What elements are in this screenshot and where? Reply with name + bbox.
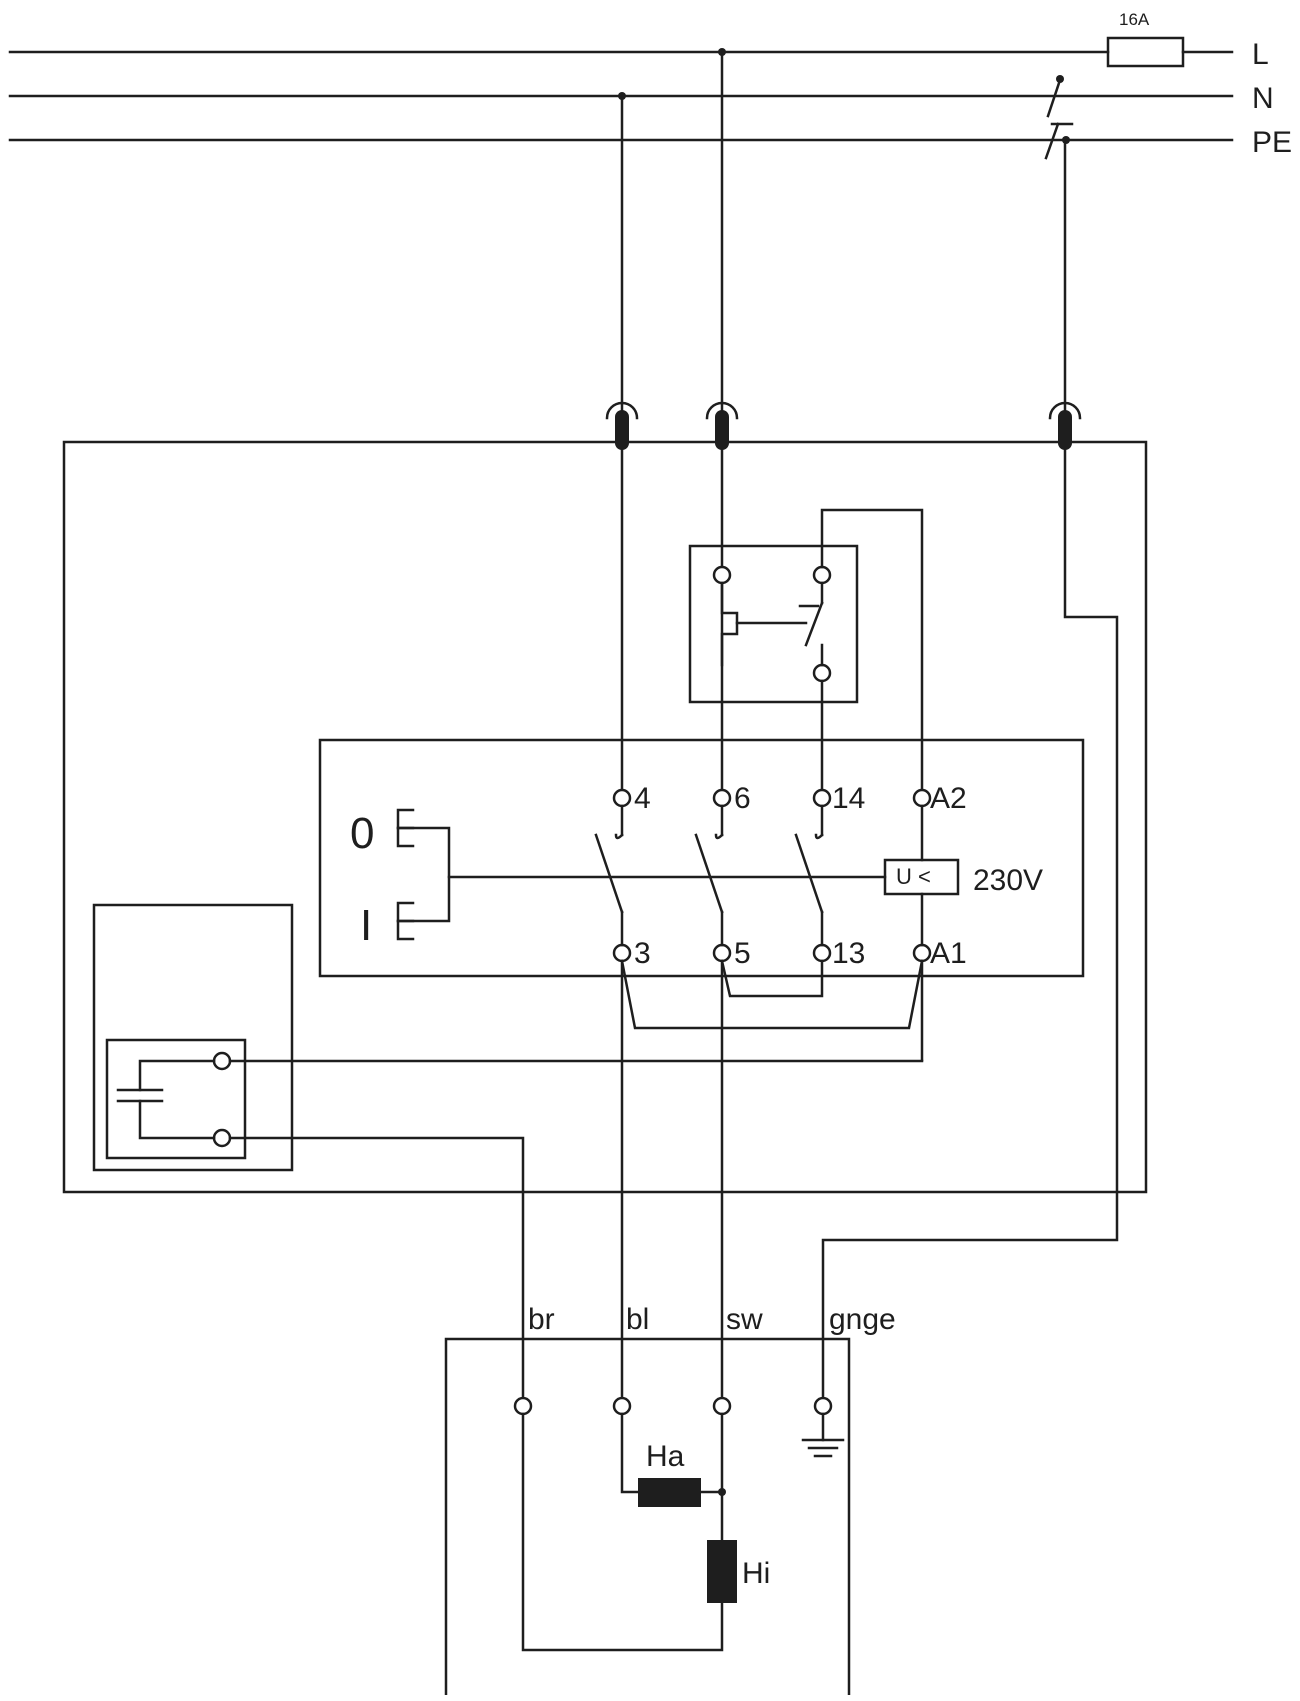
terminal-label: 4 — [634, 782, 651, 815]
main-enclosure — [62, 440, 1148, 1194]
terminal-6 — [712, 788, 732, 808]
voltage-label: 230V — [973, 864, 1043, 897]
supply-lines: 16A L N PE — [8, 10, 1292, 160]
winding-ha — [638, 1478, 701, 1507]
label-n: N — [1252, 82, 1274, 115]
capacitor-terminal — [212, 1051, 232, 1071]
terminal-a1 — [912, 943, 932, 963]
breaker-pe-icon — [1044, 122, 1060, 160]
bridge-wires — [620, 959, 924, 1402]
wire-label-gnge: gnge — [829, 1303, 896, 1336]
winding-hi-label: Hi — [742, 1557, 770, 1590]
terminal-5 — [712, 943, 732, 963]
terminal-14 — [812, 788, 832, 808]
overload-relay — [688, 508, 924, 792]
capacitor-enclosure — [92, 903, 294, 1172]
motor-terminal-bl — [612, 1396, 632, 1416]
terminal-13 — [812, 943, 832, 963]
terminal-3 — [612, 943, 632, 963]
motor-terminal-br — [513, 1396, 533, 1416]
motor: br bl sw gnge Ha Hi — [444, 1303, 896, 1695]
terminal-a2 — [912, 788, 932, 808]
breaker-n-icon — [1046, 78, 1062, 118]
contact-3-4 — [594, 804, 624, 947]
fuse-label: 16A — [1119, 10, 1150, 29]
label-pe: PE — [1252, 126, 1292, 159]
wire-label-br: br — [528, 1303, 555, 1336]
overload-relay-box — [688, 544, 859, 704]
ground-icon — [801, 1412, 845, 1458]
contact-5-6 — [694, 804, 724, 947]
button-off-label: 0 — [350, 809, 374, 858]
button-on-label: I — [360, 901, 372, 950]
relay-terminal — [812, 565, 832, 585]
terminal-label: 14 — [832, 782, 865, 815]
terminal-label: 13 — [832, 937, 865, 970]
terminal-label: 6 — [734, 782, 751, 815]
motor-housing — [444, 1337, 851, 1695]
contactor-box — [318, 738, 1085, 978]
winding-hi — [707, 1540, 737, 1603]
relay-terminal — [712, 565, 732, 585]
fuse-symbol — [1106, 36, 1185, 68]
motor-terminal-gnge — [813, 1396, 833, 1416]
coil-label: U < — [896, 864, 931, 889]
relay-terminal — [812, 663, 832, 683]
feed-wires — [620, 50, 1119, 1402]
terminal-4 — [612, 788, 632, 808]
terminal-label: 5 — [734, 937, 751, 970]
label-l: L — [1252, 38, 1269, 71]
terminal-label: A1 — [930, 937, 967, 970]
winding-ha-label: Ha — [646, 1440, 685, 1473]
terminal-label: 3 — [634, 937, 651, 970]
terminal-label: A2 — [930, 782, 967, 815]
contact-13-14 — [794, 804, 824, 947]
capacitor-icon — [116, 1059, 216, 1140]
motor-terminal-sw — [712, 1396, 732, 1416]
capacitor-module — [92, 903, 924, 1402]
motor-contactor: 4 6 14 A2 3 5 13 A1 — [318, 738, 1085, 978]
wire-label-bl: bl — [626, 1303, 649, 1336]
capacitor-box — [105, 1038, 247, 1160]
capacitor-terminal — [212, 1128, 232, 1148]
wire-label-sw: sw — [726, 1303, 763, 1336]
